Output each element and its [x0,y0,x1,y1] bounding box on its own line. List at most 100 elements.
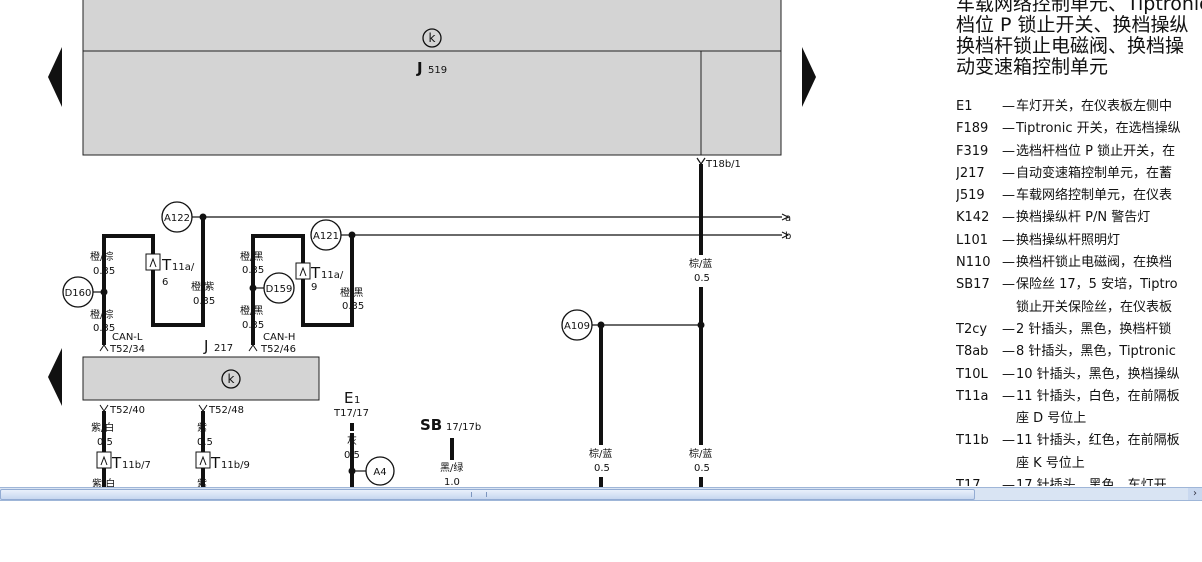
horizontal-scrollbar[interactable]: › [0,487,1202,501]
svg-text:J: J [416,59,423,77]
svg-text:0.35: 0.35 [93,266,115,277]
svg-text:T52/40: T52/40 [109,405,145,416]
legend-row: F189—Tiptronic 开关，在选档操纵 [956,118,1202,140]
svg-text:灰: 灰 [347,434,357,447]
svg-text:T52/34: T52/34 [109,344,145,355]
legend-desc: 10 针插头，黑色，换档操纵 [1016,366,1180,382]
node-a122 [161,201,193,233]
svg-text:棕/蓝: 棕/蓝 [689,257,712,270]
svg-text:T17/17: T17/17 [333,408,369,419]
legend-continuation: 锁止开关保险丝，在仪表板 [1016,299,1173,315]
svg-text:D159: D159 [266,284,293,295]
svg-text:T: T [111,454,122,472]
wiring-diagram: k J 519 T18b/1 a b A122 A121 T 11a/ 6 橙/… [48,0,816,487]
svg-text:橙/棕: 橙/棕 [90,250,113,263]
svg-text:T52/46: T52/46 [260,344,296,355]
legend-row: J217—自动变速箱控制单元，在蓄 [956,163,1202,185]
legend-desc: 自动变速箱控制单元，在蓄 [1016,165,1173,181]
svg-text:黑/绿: 黑/绿 [440,461,463,474]
svg-text:橙/紫: 橙/紫 [191,280,214,293]
svg-text:A122: A122 [164,213,190,224]
legend-row: E1—车灯开关，在仪表板左侧中 [956,96,1202,118]
svg-text:紫: 紫 [197,422,207,434]
right-triangle-arrow-icon[interactable] [802,47,816,107]
legend-code: J519 [956,188,985,204]
svg-text:0.5: 0.5 [197,437,213,448]
legend-code: SB17 [956,277,990,293]
legend-row: F319—选档杆档位 P 锁止开关，在 [956,141,1202,163]
scrollbar-thumb[interactable] [0,489,975,500]
legend-dash: — [1002,143,1015,159]
legend-code: T2cy [956,321,988,337]
legend-dash: — [1002,321,1015,337]
legend-row: L101—换档操纵杆照明灯 [956,230,1202,252]
svg-text:17/17b: 17/17b [446,422,481,433]
legend-code: N110 [956,255,991,271]
page-heading: 车载网络控制单元、Tiptronic 档位 P 锁止开关、换档操纵 换档杆锁止电… [956,0,1202,78]
svg-text:0.5: 0.5 [694,463,710,474]
node-d159 [263,272,295,304]
legend-row: SB17—保险丝 17，5 安培，Tiptro [956,274,1202,296]
svg-text:a: a [785,213,791,224]
legend-dash: — [1002,366,1015,382]
svg-text:T18b/1: T18b/1 [705,159,741,170]
svg-text:紫/白: 紫/白 [91,421,114,434]
chevron-right-icon[interactable]: › [1188,488,1202,500]
legend-row: N110 —换档杆锁止电磁阀，在换档 [956,252,1202,274]
legend-desc: 11 针插头，红色，在前隔板 [1016,433,1180,449]
svg-text:11a/: 11a/ [321,270,344,281]
svg-text:519: 519 [428,65,447,76]
legend-dash: — [1002,210,1015,226]
legend-code: J217 [956,165,985,181]
legend-row: T11b—11 针插头，红色，在前隔板 [956,430,1202,452]
legend-row: T10L—10 针插头，黑色，换档操纵 [956,364,1202,386]
svg-text:b: b [785,231,791,242]
svg-text:0.5: 0.5 [694,273,710,284]
legend-desc: 11 针插头，白色，在前隔板 [1016,388,1180,404]
legend-code: T11b [956,433,989,449]
legend-desc: 2 针插头，黑色，换档杆锁 [1016,321,1172,337]
svg-text:D160: D160 [65,288,92,299]
left-triangle-arrow-icon[interactable] [48,348,62,406]
svg-text:J: J [203,337,208,355]
legend-dash: — [1002,188,1015,204]
svg-text:棕/蓝: 棕/蓝 [689,447,712,460]
svg-text:11a/: 11a/ [172,262,195,273]
node-a121 [310,219,342,251]
svg-text:0.5: 0.5 [97,437,113,448]
svg-text:A4: A4 [373,467,386,478]
legend-code: T11a [956,388,989,404]
svg-text:0.5: 0.5 [344,450,360,461]
legend-desc: 换档操纵杆照明灯 [1016,232,1121,248]
svg-text:11b/7: 11b/7 [122,460,151,471]
svg-text:CAN-L: CAN-L [112,332,143,343]
svg-text:T: T [310,264,321,282]
legend-dash: — [1002,277,1015,293]
node-a109 [561,309,593,341]
ecu-k-symbol-icon [221,369,241,389]
legend-desc: 换档杆锁止电磁阀，在换档 [1016,255,1173,271]
svg-text:紫: 紫 [197,478,207,487]
legend-code: L101 [956,232,989,248]
legend-dash: — [1002,388,1015,404]
left-triangle-arrow-icon[interactable] [48,47,62,107]
svg-text:紫/白: 紫/白 [92,477,115,487]
legend-dash: — [1002,121,1015,137]
legend-dash: — [1002,99,1015,114]
j217-module [82,356,320,401]
legend-row: T11a —11 针插头，白色，在前隔板 [956,386,1202,408]
svg-text:k: k [228,372,235,386]
svg-text:棕/蓝: 棕/蓝 [589,447,612,460]
svg-text:11b/9: 11b/9 [221,460,250,471]
legend-dash: — [1002,255,1015,271]
svg-text:T: T [210,454,221,472]
svg-text:A109: A109 [564,321,590,332]
svg-text:T: T [161,256,172,274]
legend-dash: — [1002,478,1015,486]
svg-text:T52/48: T52/48 [208,405,244,416]
legend-desc: 车灯开关，在仪表板左侧中 [1016,99,1173,114]
svg-text:0.35: 0.35 [242,265,264,276]
svg-text:0.5: 0.5 [594,463,610,474]
legend-dash: — [1002,344,1015,360]
svg-text:6: 6 [162,277,168,288]
